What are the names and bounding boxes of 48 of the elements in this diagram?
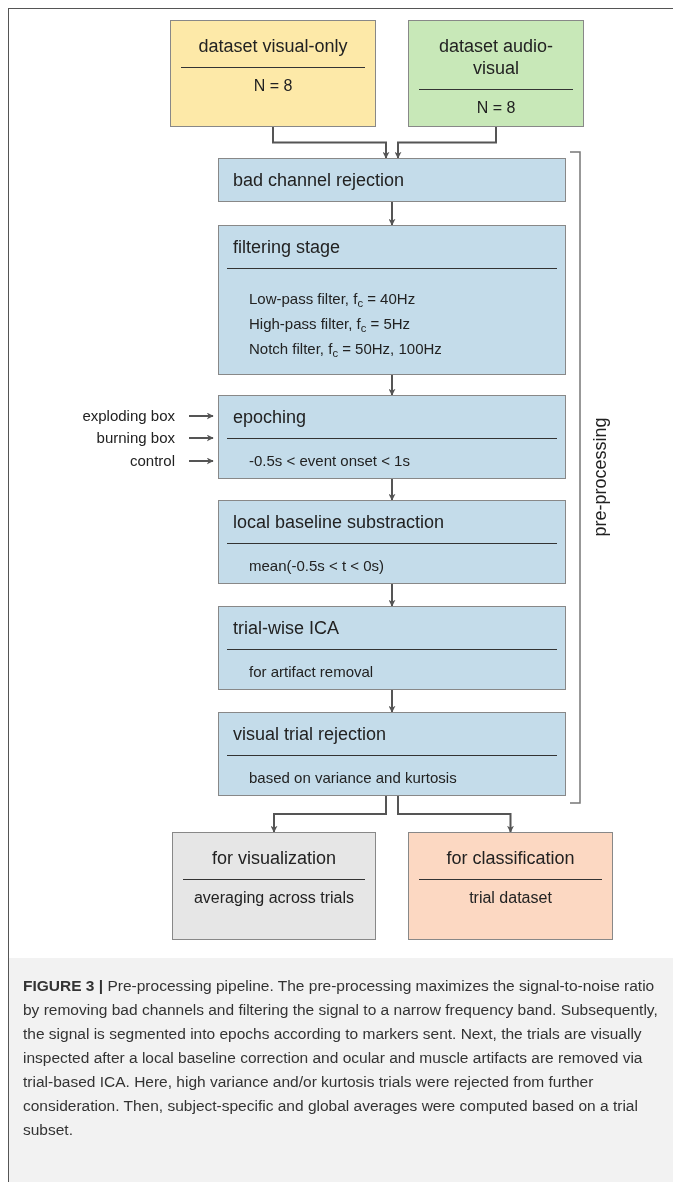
box-heading: trial-wise ICA <box>232 617 340 639</box>
box-text: -0.5s < event onset < 1s <box>249 451 411 471</box>
box-text: trial dataset <box>469 888 552 908</box>
arrow <box>272 126 390 159</box>
arrow <box>397 795 514 833</box>
process-box <box>172 832 376 940</box>
box-heading: dataset visual-only <box>198 35 348 57</box>
process-box <box>408 832 613 940</box>
process-box <box>408 20 584 127</box>
bracket-label: pre-processing <box>589 416 611 539</box>
arrow <box>388 201 396 226</box>
box-heading: for visualization <box>211 847 337 869</box>
process-box <box>218 225 566 375</box>
arrow <box>388 374 396 396</box>
arrow <box>388 478 396 501</box>
process-box <box>218 606 566 690</box>
arrow <box>188 434 214 442</box>
process-box <box>218 712 566 796</box>
box-text: Notch filter, f$_{c}$ = 50Hz, 100Hz <box>249 339 443 359</box>
input-label: control <box>40 450 175 472</box>
box-text: averaging across trials <box>193 888 355 908</box>
box-text: mean(-0.5s < t < 0s) <box>249 556 386 576</box>
box-heading: filtering stage <box>232 236 342 258</box>
caption: FIGURE 3 | Pre-processing pipeline. The pre-processing maximizes the signal-to-noise ratio by removing bad channels and filtering the signal to a narrow frequency band. Subsequently, the signal is segmented into epochs according to markers sent. Next, the trials are visually inspected after a local baseline correction and ocular and muscle artifacts are removed via trial-based ICA. Here, high variance and/or kurtosis trials were rejected from further consideration. Then, subject-specific and global averages were computed based on a trial subset. <box>23 976 659 1140</box>
box-text: N = 8 <box>253 76 293 96</box>
process-box <box>218 158 566 202</box>
box-text: Low-pass filter, f$_{c}$ = 40Hz <box>249 289 417 309</box>
box-heading: epoching <box>232 406 308 428</box>
arrow <box>388 583 396 607</box>
input-label: exploding box <box>40 405 175 427</box>
input-label: burning box <box>40 427 175 449</box>
box-text: High-pass filter, f$_{c}$ = 5Hz <box>249 314 412 334</box>
box-text: for artifact removal <box>249 662 375 682</box>
box-heading: local baseline substraction <box>232 511 446 533</box>
box-heading: visual trial rejection <box>232 723 388 745</box>
arrow <box>188 457 214 465</box>
arrow <box>388 689 396 713</box>
box-text: based on variance and kurtosis <box>249 768 458 788</box>
arrow <box>270 795 387 833</box>
process-box <box>218 395 566 479</box>
box-heading: bad channel rejection <box>232 169 406 191</box>
box-heading: for classification <box>446 847 575 869</box>
arrow <box>188 412 214 420</box>
process-box <box>218 500 566 584</box>
box-heading: dataset audio-visual <box>437 35 555 79</box>
arrow <box>394 126 497 159</box>
box-text: N = 8 <box>476 98 516 118</box>
process-box <box>170 20 376 127</box>
